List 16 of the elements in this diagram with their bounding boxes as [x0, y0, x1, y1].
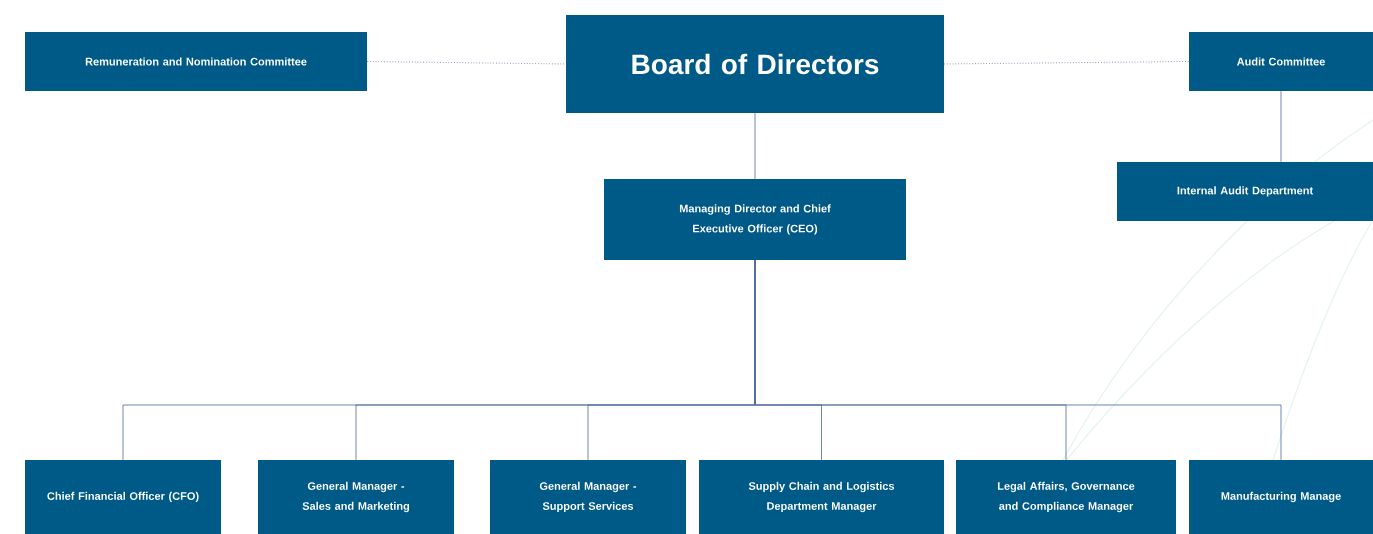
manager-box: General Manager - Support Services	[490, 460, 686, 534]
title-box: Board of Directors	[566, 15, 944, 113]
connector-line	[943, 61, 1190, 65]
connector-line	[754, 259, 1282, 461]
manager-box: Manufacturing Manage	[1189, 460, 1373, 534]
committee-box: Audit Committee	[1189, 32, 1373, 91]
committee-box: Remuneration and Nomination Committee	[25, 32, 367, 91]
manager-box: Chief Financial Officer (CFO)	[25, 460, 221, 534]
department-box: Internal Audit Department	[1117, 162, 1373, 221]
connector-line	[754, 112, 756, 180]
executive-box: Managing Director and Chief Executive Officer (CEO)	[604, 179, 906, 260]
manager-box: Supply Chain and Logistics Department Manager	[699, 460, 944, 534]
connector-line	[1280, 90, 1282, 163]
manager-box: General Manager - Sales and Marketing	[258, 460, 454, 534]
connector-line	[366, 61, 567, 65]
manager-box: Legal Affairs, Governance and Compliance Manager	[956, 460, 1176, 534]
